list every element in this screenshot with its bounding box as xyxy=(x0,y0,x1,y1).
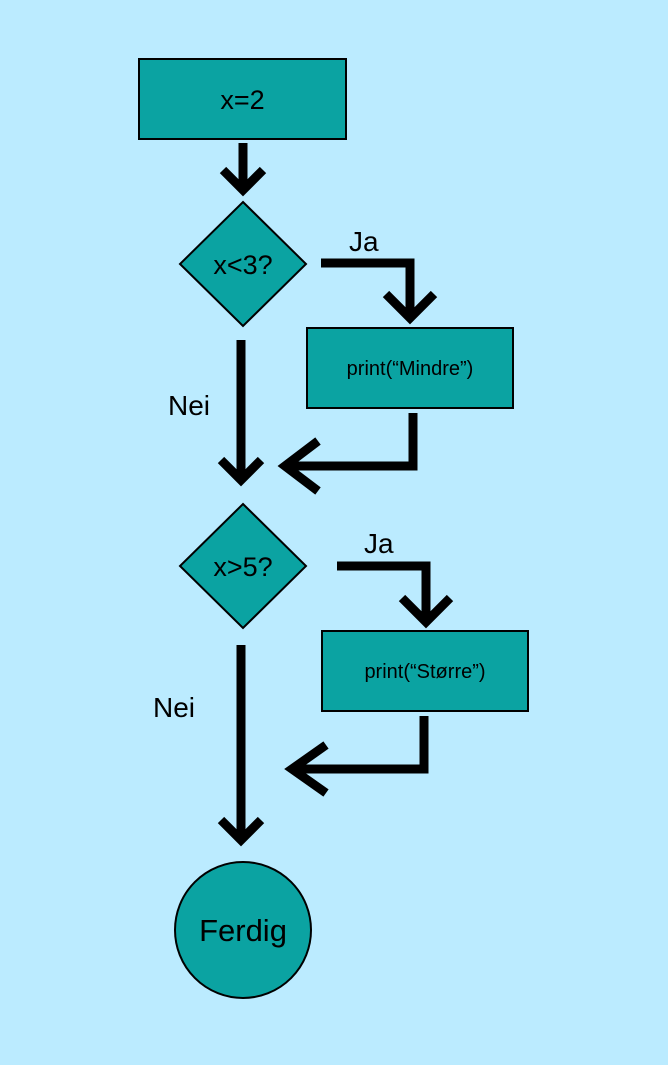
decision1-yes-label: Ja xyxy=(349,226,379,257)
start-node-box xyxy=(138,58,347,140)
arrow-decision2-yes xyxy=(337,561,454,629)
start-node-label: x=2 xyxy=(220,85,264,115)
decision1-label: x<3? xyxy=(213,250,272,280)
action2-label: print(“Større”) xyxy=(364,661,485,683)
decision2-diamond xyxy=(178,502,308,630)
arrow-action1-return xyxy=(277,413,418,495)
action2-box xyxy=(321,630,529,712)
decision2-no-label: Nei xyxy=(153,692,195,723)
action1-box xyxy=(306,327,514,409)
arrow-decision1-yes xyxy=(321,258,438,325)
arrow-decision2-no xyxy=(217,645,265,847)
end-node-label: Ferdig xyxy=(199,913,287,948)
arrow-start-to-decision1 xyxy=(219,143,267,197)
arrow-decision1-no xyxy=(217,340,265,487)
decision2-yes-label: Ja xyxy=(364,528,394,559)
decision1-diamond xyxy=(178,200,308,328)
arrow-action2-return xyxy=(284,716,429,797)
decision2-label: x>5? xyxy=(213,552,272,582)
decision1-no-label: Nei xyxy=(168,390,210,421)
action1-label: print(“Mindre”) xyxy=(347,358,474,380)
end-node-circle xyxy=(174,861,312,999)
